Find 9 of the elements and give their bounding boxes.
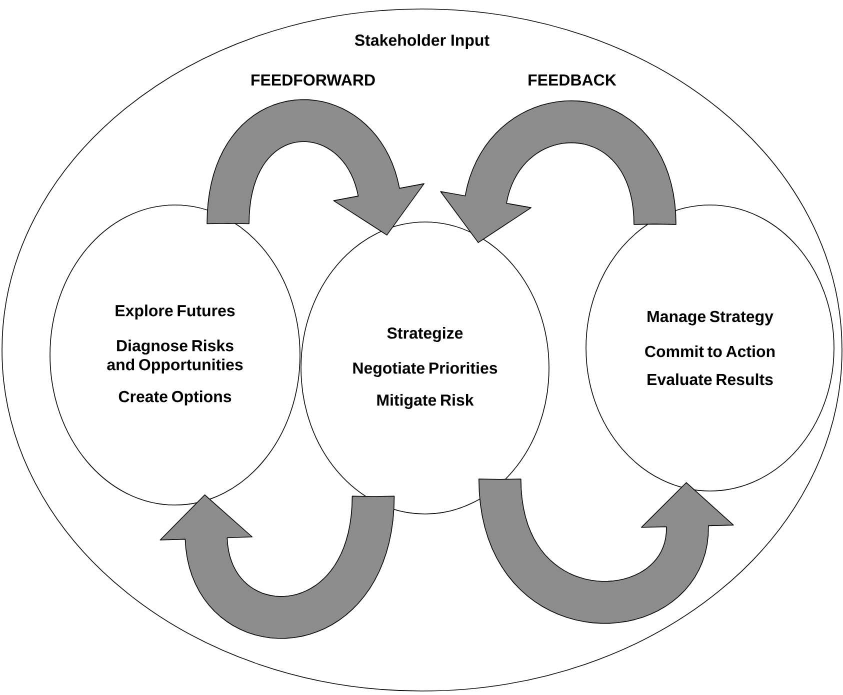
curved-arrow	[440, 100, 676, 243]
loop-label: FEEDBACK	[528, 74, 616, 86]
circle-node: Strategize Negotiate Priorities Mitigate Risk	[300, 222, 550, 514]
curved-arrow	[478, 478, 734, 624]
loop-label: FEEDFORWARD	[252, 74, 375, 86]
curved-arrow	[160, 494, 395, 639]
circle-node: Explore Futures Diagnose Risks and Opportunities Create Options	[50, 204, 300, 506]
curved-arrow	[206, 99, 424, 236]
circle-node: Manage Strategy Commit to Action Evaluate Results	[586, 204, 834, 492]
